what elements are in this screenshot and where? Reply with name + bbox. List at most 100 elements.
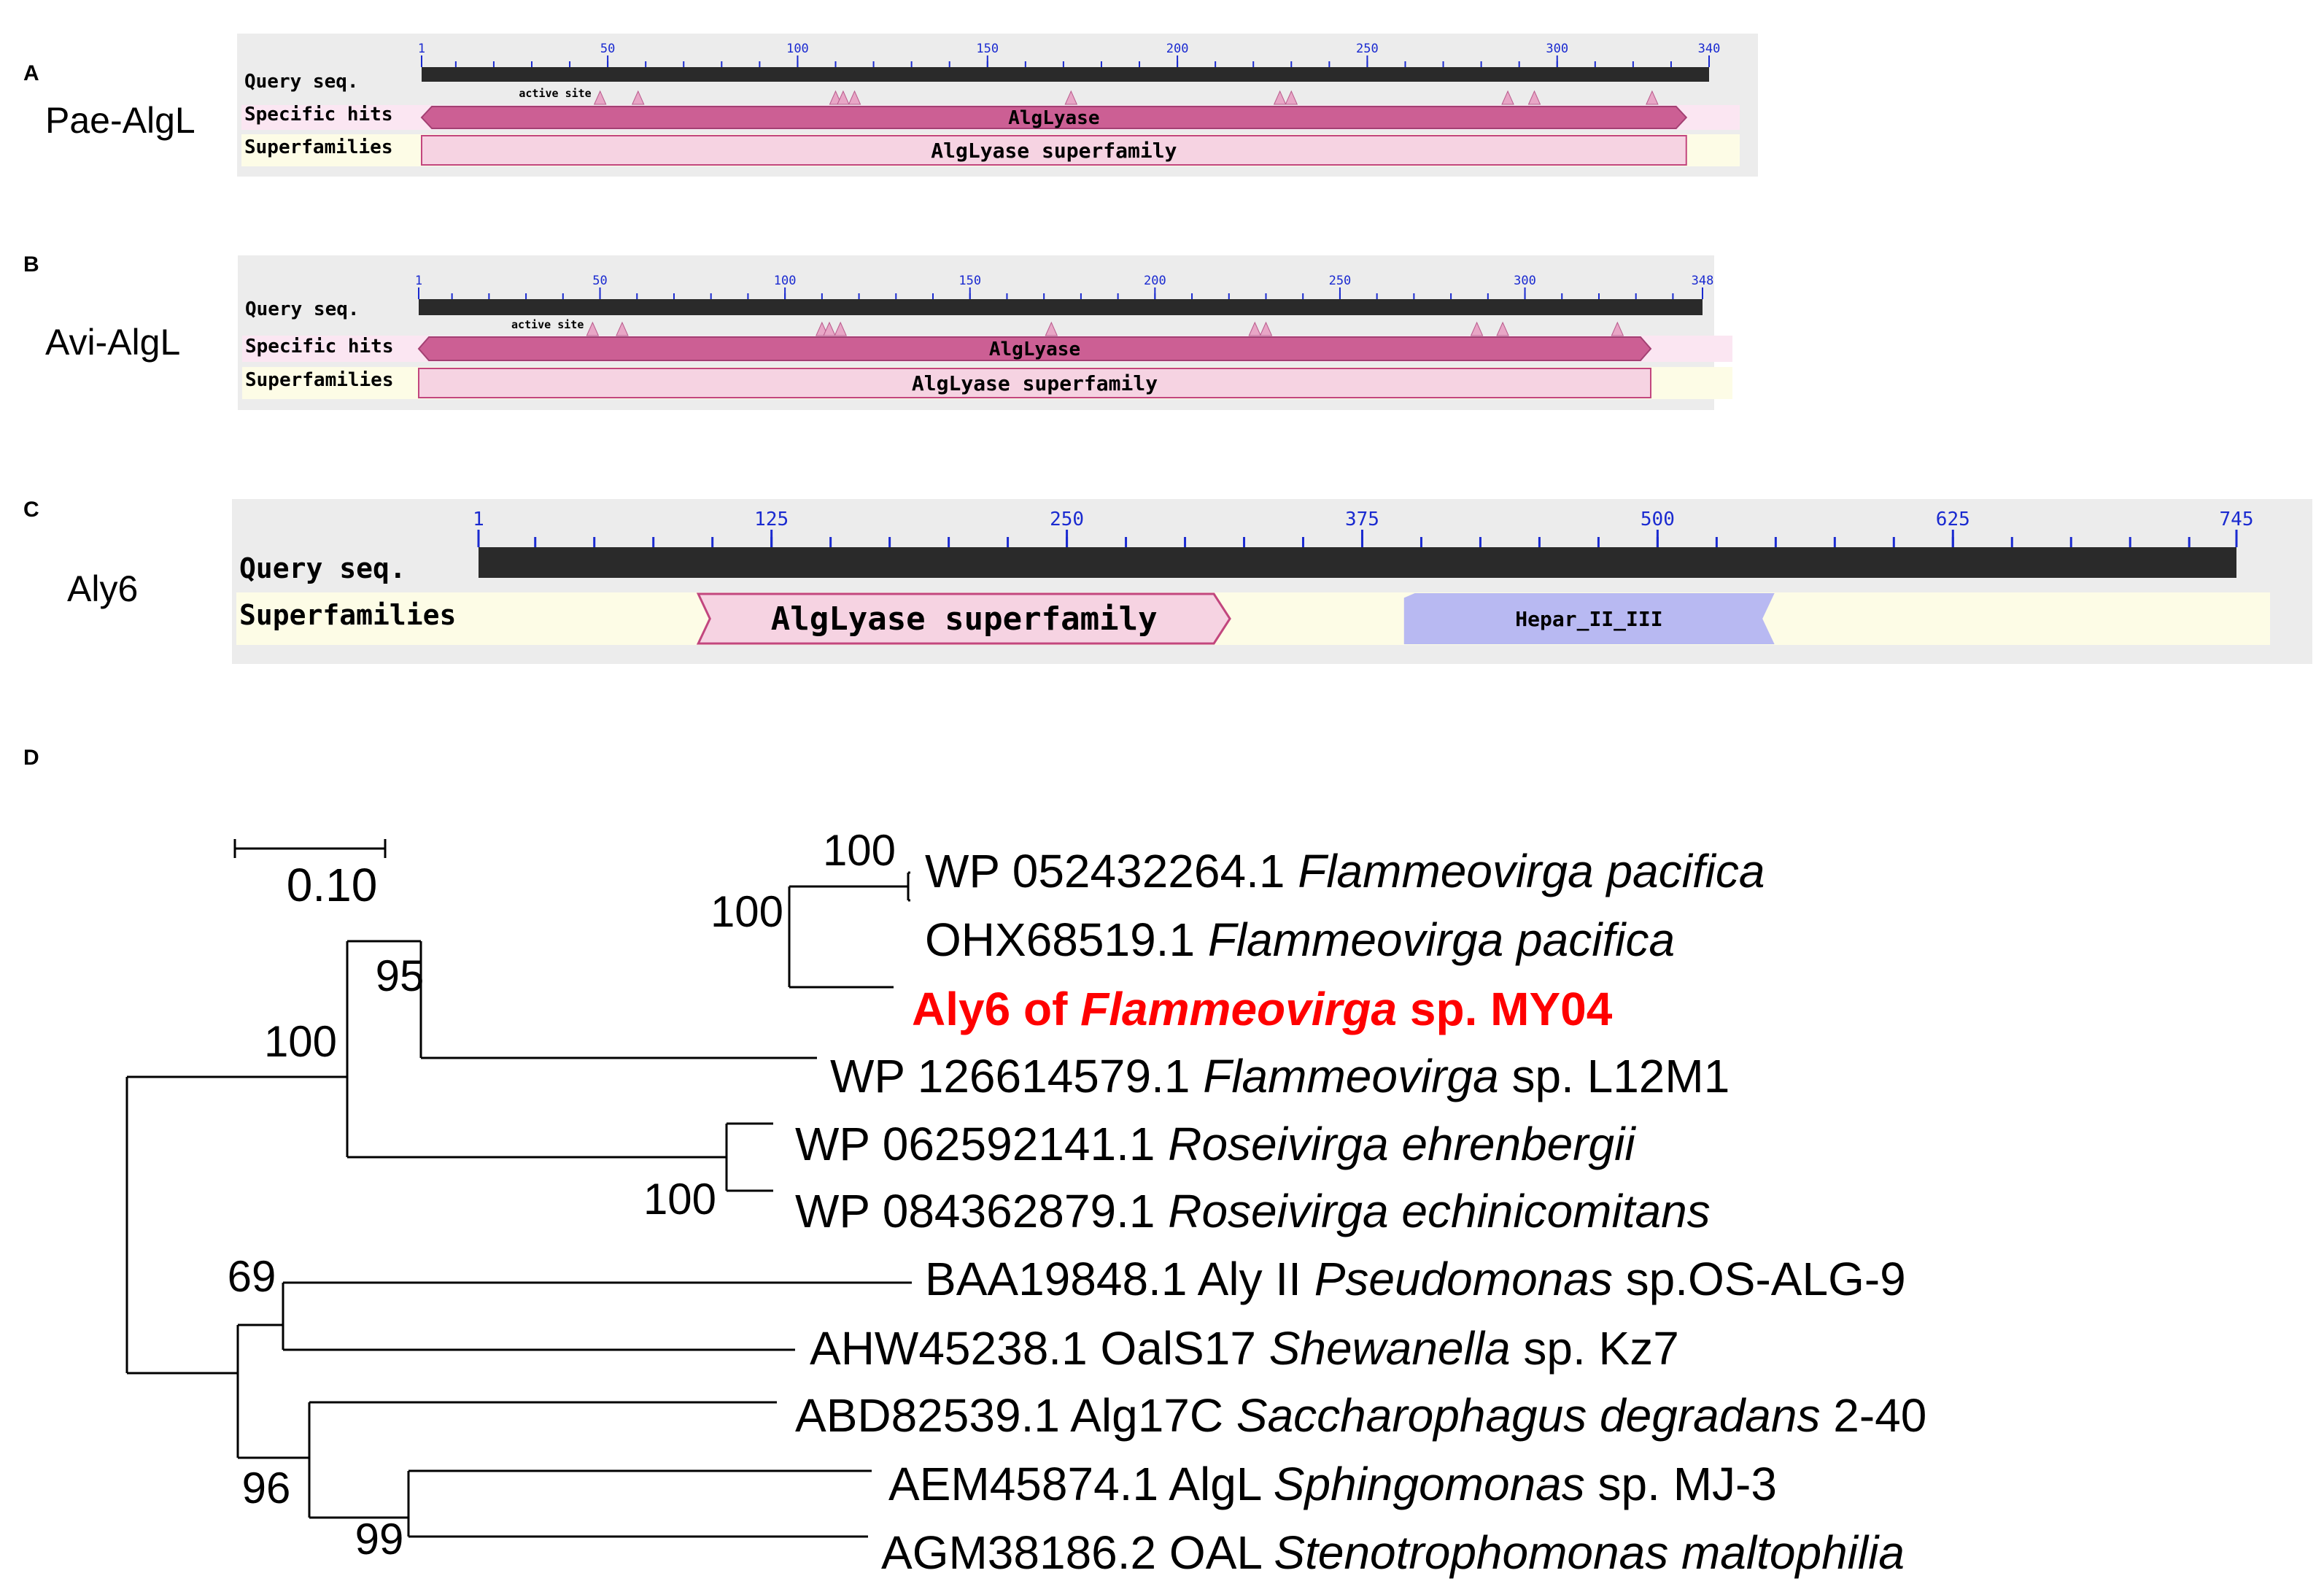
ruler-tick-label: 375 xyxy=(1345,509,1379,530)
bootstrap-value: 100 xyxy=(264,1017,337,1066)
ruler-tick-label: 348 xyxy=(1692,274,1714,288)
domain-label-hepar: Hepar_II_III xyxy=(1515,607,1662,631)
leaf-label-part: WP 052432264.1 xyxy=(925,845,1298,897)
leaf-labels: WP 052432264.1 Flammeovirga pacificaOHX6… xyxy=(795,845,1926,1579)
active-site-marker xyxy=(1470,321,1484,336)
ruler-tick-label: 50 xyxy=(600,42,615,56)
active-site-markers xyxy=(586,321,1624,336)
row-label-superfamilies: Superfamilies xyxy=(239,599,456,631)
ruler-tick-label: 340 xyxy=(1698,42,1721,56)
ruler-tick-label: 1 xyxy=(415,274,422,288)
panel-letter: B xyxy=(23,252,39,277)
leaf-label-part: AEM45874.1 AlgL xyxy=(888,1458,1274,1510)
ruler-tick-label: 200 xyxy=(1166,42,1189,56)
active-site-marker xyxy=(1248,321,1262,336)
leaf-label-part: sp.OS-ALG-9 xyxy=(1613,1253,1906,1305)
active-site-marker xyxy=(1646,90,1659,105)
bootstrap-value: 100 xyxy=(823,826,896,875)
row-label-superfamilies: Superfamilies xyxy=(244,136,393,158)
specific-hit-bar xyxy=(417,336,1652,361)
protein-name: Aly6 xyxy=(67,568,138,609)
bootstrap-value: 69 xyxy=(228,1252,276,1301)
row-label-specific-hits: Specific hits xyxy=(244,104,393,125)
leaf-label-part: OHX68519.1 xyxy=(925,913,1208,966)
leaf-label-italic: Flammeovirga xyxy=(1203,1050,1498,1102)
leaf-label-part: sp. MY04 xyxy=(1397,983,1613,1035)
leaf-label: WP 084362879.1 Roseivirga echinicomitans xyxy=(795,1185,1711,1237)
bootstrap-value: 100 xyxy=(643,1175,716,1224)
leaf-label-italic: Pseudomonas xyxy=(1314,1253,1613,1305)
active-site-marker xyxy=(848,90,861,105)
bootstrap-value: 96 xyxy=(242,1464,291,1512)
leaf-label-part: WP 084362879.1 xyxy=(795,1185,1168,1237)
ruler-tick-label: 500 xyxy=(1641,509,1675,530)
active-site-marker xyxy=(837,90,850,105)
superfamily-bar xyxy=(418,368,1651,398)
active-site-marker xyxy=(1064,90,1078,105)
superfamily-bar xyxy=(421,135,1687,166)
active-site-marker xyxy=(1527,90,1541,105)
active-site-markers xyxy=(593,90,1659,105)
ruler-tick-label: 250 xyxy=(1329,274,1352,288)
leaf-label-italic: Flammeovirga xyxy=(1080,983,1397,1035)
ruler-tick-label: 100 xyxy=(774,274,797,288)
scale-bar-label: 0.10 xyxy=(287,859,378,911)
leaf-label: OHX68519.1 Flammeovirga pacifica xyxy=(925,913,1675,966)
leaf-label-italic: Roseivirga ehrenbergii xyxy=(1168,1118,1636,1170)
leaf-label: AHW45238.1 OalS17 Shewanella sp. Kz7 xyxy=(810,1322,1679,1375)
leaf-label: AEM45874.1 AlgL Sphingomonas sp. MJ-3 xyxy=(888,1458,1777,1510)
active-site-marker xyxy=(1045,321,1058,336)
tree-branches xyxy=(125,871,912,1538)
leaf-label-part: WP 062592141.1 xyxy=(795,1118,1168,1170)
ruler-tick-label: 625 xyxy=(1936,509,1970,530)
leaf-label-part: BAA19848.1 Aly II xyxy=(925,1253,1314,1305)
superfamilies-row xyxy=(236,592,2270,645)
domain-bar-hepar xyxy=(1403,593,1775,644)
leaf-label-part: AHW45238.1 OalS17 xyxy=(810,1322,1269,1375)
highlighted-leaf-label: Aly6 of Flammeovirga sp. MY04 xyxy=(912,983,1613,1035)
ruler-tick-label: 100 xyxy=(786,42,809,56)
domain-bar-alglyase xyxy=(696,592,1231,645)
row-label-specific-hits: Specific hits xyxy=(245,336,394,358)
bootstrap-value: 95 xyxy=(376,951,425,1000)
leaf-label-part: ABD82539.1 Alg17C xyxy=(795,1389,1236,1442)
leaf-label-italic: Flammeovirga pacifica xyxy=(1208,913,1675,966)
ruler-tick-label: 1 xyxy=(473,509,484,530)
leaf-label-part: 2-40 xyxy=(1820,1389,1926,1442)
specific-hit-label: AlgLyase xyxy=(989,339,1080,360)
active-site-marker xyxy=(1273,90,1287,105)
active-site-marker xyxy=(823,321,836,336)
ruler-tick-label: 300 xyxy=(1514,274,1536,288)
leaf-label-part: sp. MJ-3 xyxy=(1585,1458,1777,1510)
protein-name: Avi-AlgL xyxy=(45,322,180,363)
leaf-label-italic: Roseivirga echinicomitans xyxy=(1168,1185,1710,1237)
leaf-label: WP 052432264.1 Flammeovirga pacifica xyxy=(925,845,1765,897)
leaf-label: BAA19848.1 Aly II Pseudomonas sp.OS-ALG-… xyxy=(925,1253,1906,1305)
query-sequence-bar xyxy=(479,547,2236,578)
leaf-label: AGM38186.2 OAL Stenotrophomonas maltophi… xyxy=(881,1526,1905,1579)
active-site-marker xyxy=(593,90,607,105)
row-label-query: Query seq. xyxy=(245,298,360,320)
specific-hit-bar xyxy=(420,106,1688,129)
active-site-marker xyxy=(632,90,645,105)
leaf-label-italic: Sphingomonas xyxy=(1274,1458,1585,1510)
scale-bar: 0.10 xyxy=(233,839,387,911)
active-site-marker xyxy=(1501,90,1514,105)
active-site-marker xyxy=(616,321,629,336)
leaf-label-italic: Saccharophagus degradans xyxy=(1236,1389,1821,1442)
leaf-label-part: Aly6 of xyxy=(912,983,1080,1035)
phylogenetic-tree: D 0.10 WP 052432264.1 Flammeovirga pacific… xyxy=(23,746,1926,1579)
ruler-tick-label: 745 xyxy=(2220,509,2254,530)
leaf-label-part: AGM38186.2 OAL xyxy=(881,1526,1274,1579)
panel-letter: A xyxy=(23,61,39,85)
ruler-tick-label: 300 xyxy=(1546,42,1568,56)
leaf-label-part: sp. Kz7 xyxy=(1511,1322,1679,1375)
leaf-label: WP 062592141.1 Roseivirga ehrenbergii xyxy=(795,1118,1636,1170)
panel-letter: D xyxy=(23,746,39,770)
domain-label-alglyase: AlgLyase superfamily xyxy=(771,600,1158,638)
ruler-tick-label: 50 xyxy=(592,274,607,288)
